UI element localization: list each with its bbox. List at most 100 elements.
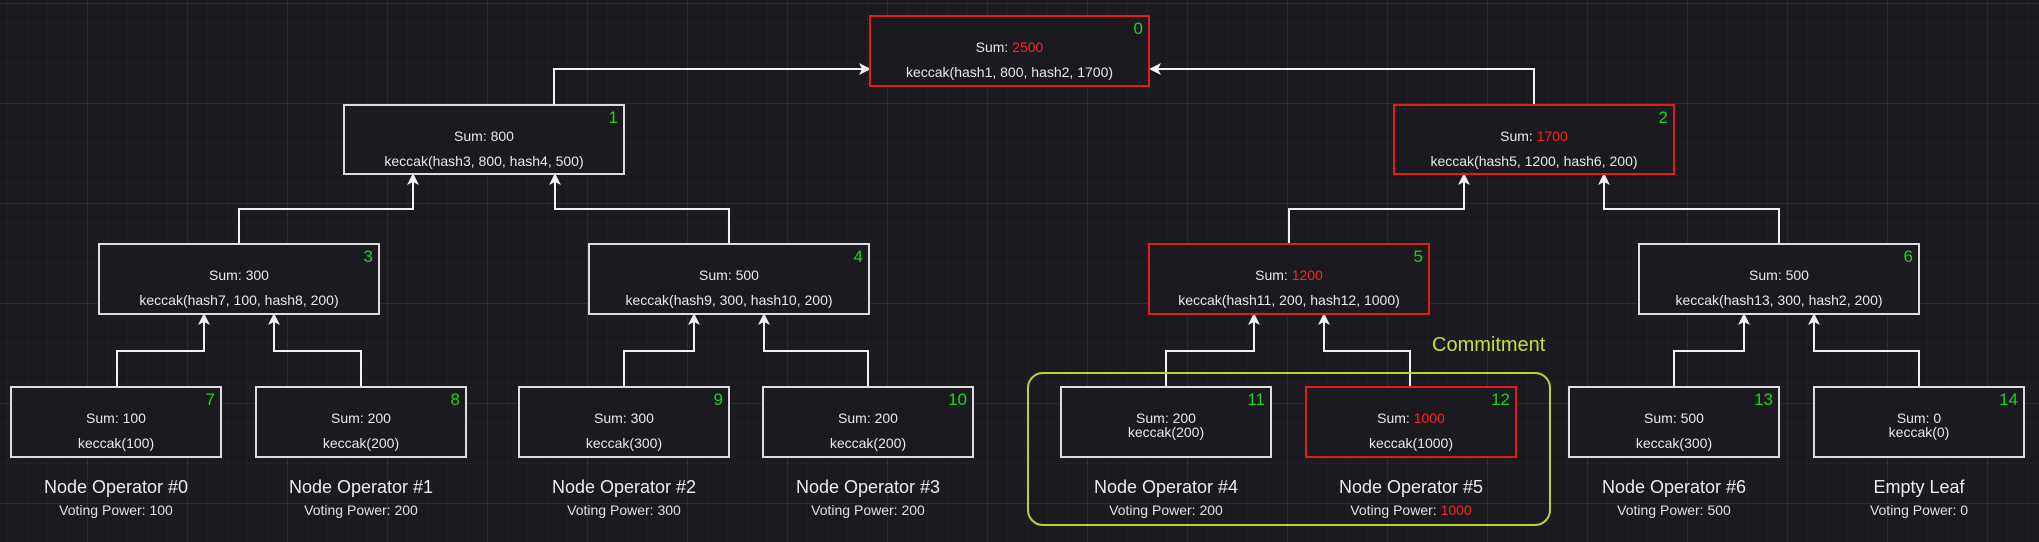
node-index: 4	[853, 247, 863, 266]
voting-power: Voting Power: 100	[59, 502, 173, 518]
edge-13-6	[1673, 313, 1750, 386]
tree-node-12: Sum: 1000 keccak(1000) 12	[1305, 386, 1517, 458]
node-sum: Sum: 500	[699, 267, 759, 283]
leaf-label-operator-1: Node Operator #1 Voting Power: 200	[241, 477, 481, 518]
operator-name: Node Operator #0	[43, 477, 189, 497]
node-hash: keccak(1000)	[1368, 435, 1454, 451]
edge-8-3	[268, 313, 362, 386]
voting-power: Voting Power: 500	[1617, 502, 1731, 518]
node-index: 3	[363, 247, 373, 266]
node-sum: Sum: 200	[331, 410, 391, 426]
tree-node-5: Sum: 1200 keccak(hash11, 200, hash12, 10…	[1148, 243, 1430, 315]
operator-name: Empty Leaf	[1873, 477, 1965, 497]
node-sum: Sum: 200	[1136, 410, 1196, 426]
node-sum: Sum: 200	[838, 410, 898, 426]
voting-power: Voting Power: 200	[304, 502, 418, 518]
commitment-box	[1027, 372, 1551, 526]
node-sum: Sum: 800	[454, 128, 514, 144]
edge-5-2	[1288, 173, 1470, 243]
node-index: 11	[1247, 390, 1265, 409]
node-hash: keccak(hash5, 1200, hash6, 200)	[1430, 153, 1638, 169]
node-hash: keccak(hash7, 100, hash8, 200)	[139, 292, 339, 308]
edge-2-0	[1149, 63, 1535, 104]
operator-name: Node Operator #1	[288, 477, 434, 497]
edge-6-2	[1598, 173, 1780, 243]
voting-power: Voting Power: 200	[1109, 502, 1223, 518]
node-hash: keccak(hash3, 800, hash4, 500)	[384, 153, 584, 169]
tree-node-7: Sum: 100 keccak(100) 7	[10, 386, 222, 458]
node-sum: Sum: 500	[1749, 267, 1809, 283]
node-sum: Sum: 300	[594, 410, 654, 426]
tree-node-0: Sum: 2500 keccak(hash1, 800, hash2, 1700…	[869, 15, 1150, 87]
edge-3-1	[238, 173, 419, 243]
tree-node-4: Sum: 500 keccak(hash9, 300, hash10, 200)…	[588, 243, 870, 315]
tree-node-3: Sum: 300 keccak(hash7, 100, hash8, 200) …	[98, 243, 380, 315]
node-sum: Sum: 1000	[1377, 410, 1445, 426]
node-hash: keccak(200)	[322, 435, 400, 451]
node-hash: keccak(200)	[829, 435, 907, 451]
operator-name: Node Operator #3	[795, 477, 941, 497]
tree-node-8: Sum: 200 keccak(200) 8	[255, 386, 467, 458]
operator-name: Node Operator #5	[1338, 477, 1484, 497]
edge-11-5	[1165, 313, 1260, 386]
node-sum: Sum: 300	[209, 267, 269, 283]
edge-9-4	[623, 313, 700, 386]
node-index: 6	[1903, 247, 1913, 266]
edge-4-1	[549, 173, 730, 243]
node-hash: keccak(hash1, 800, hash2, 1700)	[905, 64, 1114, 80]
leaf-label-operator-6: Node Operator #6 Voting Power: 500	[1554, 477, 1794, 518]
node-hash: keccak(0)	[1888, 424, 1950, 440]
node-sum: Sum: 100	[86, 410, 146, 426]
leaf-label-operator-5: Node Operator #5 Voting Power: 1000	[1291, 477, 1531, 518]
tree-node-2: Sum: 1700 keccak(hash5, 1200, hash6, 200…	[1393, 104, 1675, 175]
node-hash: keccak(100)	[77, 435, 155, 451]
edge-10-4	[758, 313, 869, 386]
leaf-label-empty: Empty Leaf Voting Power: 0	[1799, 477, 2039, 518]
node-index: 5	[1413, 247, 1423, 266]
node-hash: keccak(200)	[1127, 424, 1205, 440]
voting-power: Voting Power: 200	[811, 502, 925, 518]
operator-name: Node Operator #2	[551, 477, 697, 497]
leaf-label-operator-0: Node Operator #0 Voting Power: 100	[0, 477, 236, 518]
edge-14-6	[1808, 313, 1920, 386]
node-hash: keccak(hash9, 300, hash10, 200)	[625, 292, 833, 308]
operator-name: Node Operator #6	[1601, 477, 1747, 497]
tree-node-14: Sum: 0 keccak(0) 14	[1813, 386, 2025, 458]
leaf-label-operator-3: Node Operator #3 Voting Power: 200	[748, 477, 988, 518]
tree-node-10: Sum: 200 keccak(200) 10	[762, 386, 974, 458]
node-index: 2	[1658, 108, 1668, 127]
node-hash: keccak(hash13, 300, hash2, 200)	[1675, 292, 1883, 308]
tree-node-13: Sum: 500 keccak(300) 13	[1568, 386, 1780, 458]
node-sum: Sum: 2500	[975, 39, 1044, 55]
node-index: 10	[948, 390, 967, 409]
node-sum: Sum: 0	[1896, 410, 1942, 426]
node-hash: keccak(300)	[1635, 435, 1713, 451]
node-sum: Sum: 1700	[1500, 128, 1568, 144]
voting-power: Voting Power: 0	[1869, 502, 1969, 518]
leaf-label-operator-2: Node Operator #2 Voting Power: 300	[504, 477, 744, 518]
node-index: 1	[608, 108, 618, 127]
node-sum: Sum: 1200	[1255, 267, 1323, 283]
edge-1-0	[553, 63, 871, 104]
voting-power: Voting Power: 1000	[1350, 502, 1472, 518]
node-index: 9	[713, 390, 723, 409]
node-index: 0	[1133, 19, 1143, 38]
tree-node-1: Sum: 800 keccak(hash3, 800, hash4, 500) …	[343, 104, 625, 175]
leaf-label-operator-4: Node Operator #4 Voting Power: 200	[1046, 477, 1286, 518]
node-index: 12	[1491, 390, 1510, 409]
edge-12-5	[1318, 313, 1411, 386]
tree-node-9: Sum: 300 keccak(300) 9	[518, 386, 730, 458]
node-index: 14	[1999, 390, 2018, 409]
edge-7-3	[116, 313, 210, 386]
node-index: 8	[450, 390, 460, 409]
node-sum: Sum: 500	[1644, 410, 1704, 426]
node-index: 13	[1754, 390, 1773, 409]
tree-node-11: Sum: 200 keccak(200) 11	[1060, 386, 1272, 458]
node-hash: keccak(hash11, 200, hash12, 1000)	[1178, 292, 1400, 308]
operator-name: Node Operator #4	[1093, 477, 1239, 497]
node-index: 7	[205, 390, 215, 409]
voting-power: Voting Power: 300	[567, 502, 681, 518]
commitment-label: Commitment	[1432, 334, 1546, 356]
node-hash: keccak(300)	[585, 435, 663, 451]
